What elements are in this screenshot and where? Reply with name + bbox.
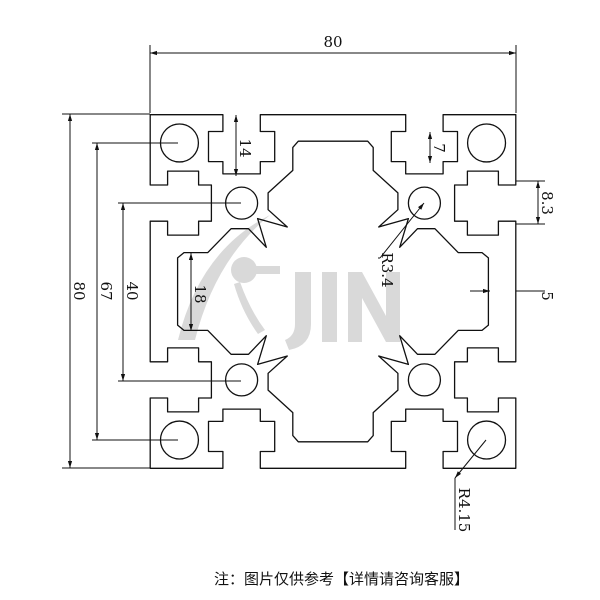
dim-inner-hole-radius: R3.4 — [378, 252, 396, 287]
corner-hole — [466, 420, 507, 460]
inner-hole — [407, 186, 442, 220]
profile-outline — [149, 114, 517, 469]
dimension-lines — [62, 45, 545, 530]
dim-center-slot-width: 18 — [191, 284, 209, 303]
dim-slot-opening: 8.3 — [538, 191, 556, 215]
corner-hole — [466, 123, 507, 163]
dim-corner-hole-pitch: 67 — [97, 281, 115, 300]
watermark-logo — [178, 215, 400, 350]
dim-overall-height: 80 — [70, 281, 88, 300]
dim-inner-hole-pitch: 40 — [123, 281, 141, 300]
inner-hole — [407, 363, 442, 397]
dim-slot-lip: 7 — [430, 143, 448, 153]
dim-overall-width: 80 — [323, 33, 342, 51]
inner-hole — [224, 363, 259, 397]
central-cavity — [176, 140, 490, 443]
dim-corner-hole-radius: R4.15 — [455, 488, 473, 533]
reference-note: 注：图片仅供参考【详情请咨询客服】 — [214, 570, 470, 588]
dim-wall-thickness: 5 — [538, 291, 556, 301]
dim-slot-depth: 14 — [236, 138, 254, 157]
profile-outer-edge — [149, 114, 517, 469]
